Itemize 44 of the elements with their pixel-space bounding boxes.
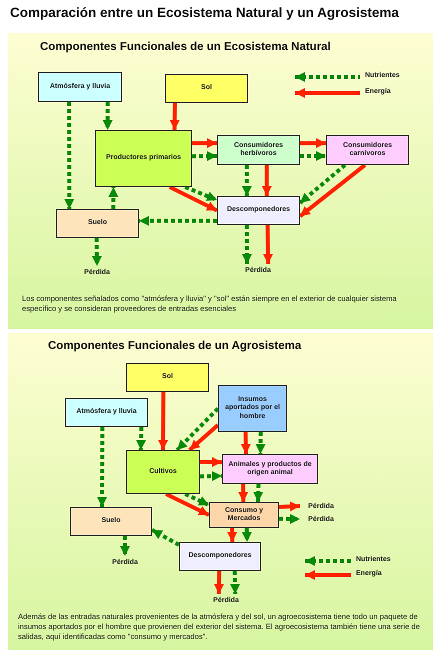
arrow	[227, 528, 238, 542]
dotted-arrow	[139, 216, 217, 226]
dotted-arrow	[230, 570, 240, 594]
arrow	[298, 163, 366, 218]
dotted-arrow	[102, 102, 113, 130]
dotted-arrow	[176, 407, 220, 452]
arrow	[278, 501, 300, 512]
dotted-arrow	[200, 471, 222, 482]
dotted-arrow	[151, 528, 180, 547]
arrow	[165, 492, 210, 517]
arrow	[200, 457, 222, 467]
arrow	[214, 570, 224, 594]
panel	[8, 333, 433, 650]
panel	[8, 33, 433, 329]
dotted-arrow	[192, 151, 218, 162]
dotted-arrow	[120, 536, 130, 556]
title: Comparación entre un Ecosistema Natural y un Agrosistema	[10, 5, 399, 20]
arrow	[192, 138, 217, 148]
arrow	[170, 102, 180, 130]
dotted-arrow	[242, 528, 252, 542]
dotted-arrow	[92, 238, 102, 266]
dotted-arrow	[298, 163, 346, 204]
dotted-arrow	[253, 484, 264, 502]
dotted-arrow	[300, 151, 326, 161]
dotted-arrow	[242, 165, 252, 196]
arrow	[158, 392, 168, 450]
dotted-arrow	[64, 102, 74, 209]
arrow	[300, 138, 326, 148]
arrow	[188, 423, 220, 452]
dotted-arrow	[279, 514, 300, 524]
arrow	[168, 185, 218, 212]
dotted-arrow	[242, 225, 252, 264]
panel-heading: Componentes Funcionales de un Agrosistema	[48, 340, 302, 352]
arrow	[240, 432, 251, 454]
dotted-arrow	[136, 426, 146, 450]
dotted-arrow	[108, 186, 118, 210]
dotted-arrow	[184, 492, 210, 507]
arrow	[263, 224, 273, 264]
dotted-arrow	[184, 185, 218, 202]
arrow	[262, 165, 272, 196]
dotted-arrow	[256, 432, 266, 454]
panel-heading: Componentes Funcionales de un Ecosistema Natural	[40, 41, 331, 53]
arrow	[238, 484, 248, 502]
dotted-arrow	[97, 427, 108, 507]
